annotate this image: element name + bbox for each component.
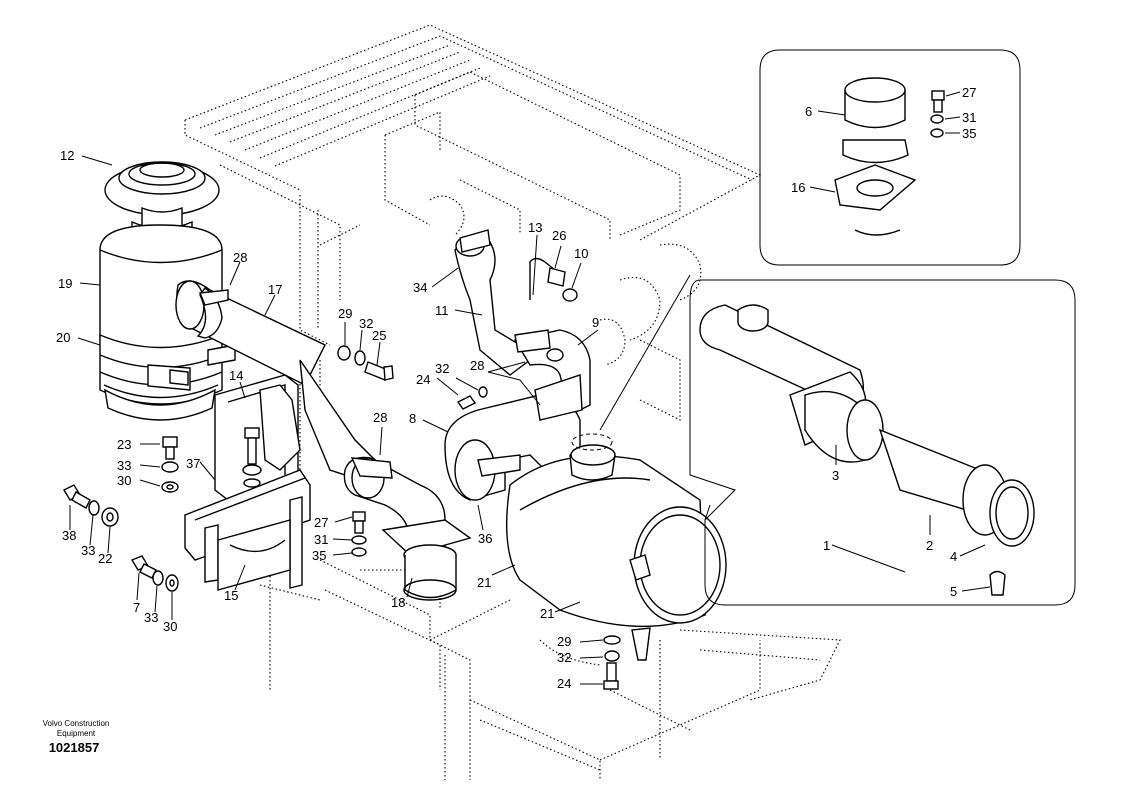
- callout-37: 37: [186, 456, 200, 471]
- callout-8: 8: [409, 411, 416, 426]
- exploded-filter-inset: [599, 274, 1076, 606]
- callout-25: 25: [372, 328, 386, 343]
- precleaner-inset: [759, 49, 1021, 266]
- publisher-line-1: Volvo Construction: [43, 719, 110, 728]
- callout-29: 29: [557, 634, 571, 649]
- hardware-left: [63, 345, 394, 592]
- callout-21: 21: [477, 575, 491, 590]
- callout-38: 38: [62, 528, 76, 543]
- callout-28: 28: [373, 410, 387, 425]
- callout-30: 30: [117, 473, 131, 488]
- callout-14: 14: [229, 368, 243, 383]
- callout-24: 24: [416, 372, 430, 387]
- callout-22: 22: [98, 551, 112, 566]
- callout-34: 34: [413, 280, 427, 295]
- rubber-elbow: [343, 456, 472, 601]
- callout-20: 20: [56, 330, 70, 345]
- callout-27: 27: [314, 515, 328, 530]
- callout-11: 11: [435, 303, 449, 318]
- callout-31: 31: [962, 110, 976, 125]
- callout-13: 13: [528, 220, 542, 235]
- callout-28: 28: [233, 250, 247, 265]
- machine-frame-outline: [184, 24, 841, 780]
- callout-24: 24: [557, 676, 571, 691]
- callout-9: 9: [592, 315, 599, 330]
- callout-32: 32: [557, 650, 571, 665]
- callout-labels: 12 19 20 28 17 14 23 33 30 37 38 33 22 7…: [56, 85, 976, 691]
- filter-housing: [506, 433, 727, 690]
- callout-33: 33: [144, 610, 158, 625]
- callout-31: 31: [314, 532, 328, 547]
- callout-29: 29: [338, 306, 352, 321]
- intake-pipe: [175, 280, 376, 481]
- callout-10: 10: [574, 246, 588, 261]
- callout-33: 33: [81, 543, 95, 558]
- callout-33: 33: [117, 458, 131, 473]
- callout-36: 36: [478, 531, 492, 546]
- intake-duct: [444, 374, 583, 501]
- callout-4: 4: [950, 549, 957, 564]
- callout-2: 2: [926, 538, 933, 553]
- callout-32: 32: [359, 316, 373, 331]
- callout-18: 18: [391, 595, 405, 610]
- callout-15: 15: [224, 588, 238, 603]
- callout-27: 27: [962, 85, 976, 100]
- callout-6: 6: [805, 104, 812, 119]
- callout-30: 30: [163, 619, 177, 634]
- mounting-bracket: [184, 374, 311, 591]
- leader-lines: [69, 91, 991, 685]
- callout-5: 5: [950, 584, 957, 599]
- callout-19: 19: [58, 276, 72, 291]
- callout-23: 23: [117, 437, 131, 452]
- callout-21: 21: [540, 606, 554, 621]
- callout-7: 7: [133, 600, 140, 615]
- callout-1: 1: [823, 538, 830, 553]
- callout-28: 28: [470, 358, 484, 373]
- callout-12: 12: [60, 148, 74, 163]
- publisher-line-2: Equipment: [57, 729, 96, 738]
- callout-16: 16: [791, 180, 805, 195]
- document-number: 1021857: [49, 740, 100, 755]
- callout-35: 35: [312, 548, 326, 563]
- publisher-block: Volvo Construction Equipment 1021857: [43, 719, 110, 755]
- callout-32: 32: [435, 361, 449, 376]
- callout-35: 35: [962, 126, 976, 141]
- callout-26: 26: [552, 228, 566, 243]
- callout-3: 3: [832, 468, 839, 483]
- callout-17: 17: [268, 282, 282, 297]
